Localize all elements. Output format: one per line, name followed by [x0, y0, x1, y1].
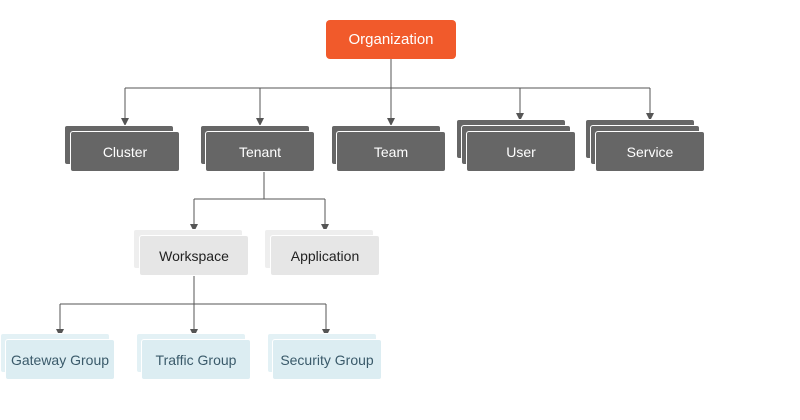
node-organization: Organization	[326, 20, 456, 59]
node-tenant-label: Tenant	[238, 143, 282, 160]
node-traffic-group: Traffic Group	[136, 333, 252, 381]
node-tenant: Tenant	[200, 125, 316, 173]
node-application: Application	[264, 229, 381, 277]
node-user: User	[456, 119, 576, 173]
node-organization-label: Organization	[348, 31, 434, 48]
node-application-label: Application	[290, 247, 360, 264]
node-cluster-label: Cluster	[102, 143, 148, 160]
node-traffic-group-label: Traffic Group	[155, 351, 237, 368]
node-service-label: Service	[626, 143, 674, 160]
node-service: Service	[585, 119, 705, 173]
node-team-label: Team	[373, 143, 409, 160]
node-security-group: Security Group	[267, 333, 383, 381]
node-gateway-group-label: Gateway Group	[10, 351, 110, 368]
node-workspace: Workspace	[133, 229, 250, 277]
node-gateway-group: Gateway Group	[0, 333, 116, 381]
node-cluster: Cluster	[64, 125, 180, 173]
node-user-label: User	[506, 143, 536, 160]
node-workspace-label: Workspace	[159, 247, 229, 264]
node-team: Team	[331, 125, 447, 173]
node-security-group-label: Security Group	[280, 351, 374, 368]
